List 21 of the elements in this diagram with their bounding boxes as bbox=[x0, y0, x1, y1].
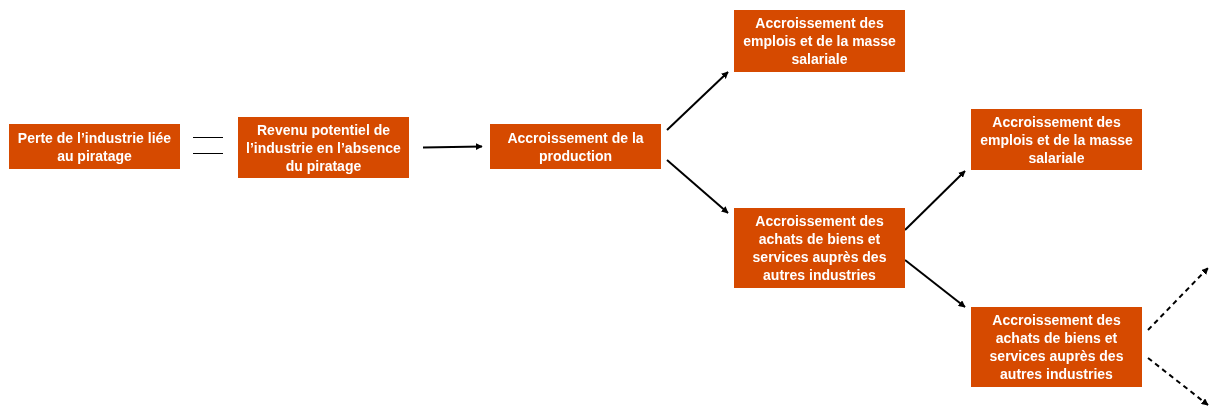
box-text: Revenu potentiel de l’industrie en l’absence du piratage bbox=[245, 120, 402, 175]
box-text: Perte de l’industrie liée au piratage bbox=[16, 128, 173, 165]
process-box bbox=[971, 109, 1142, 170]
dashed-arrow bbox=[1147, 357, 1209, 406]
process-box bbox=[9, 124, 180, 169]
dashed-arrow bbox=[1147, 267, 1209, 331]
box-text: Accroissement de la production bbox=[506, 128, 645, 165]
box-text: Accroissement des achats de biens et services auprès des autres industries bbox=[751, 212, 888, 284]
arrow bbox=[666, 159, 729, 214]
box-text: Accroissement des achats de biens et services auprès des autres industries bbox=[988, 311, 1125, 383]
process-box bbox=[734, 208, 905, 288]
box-text: Accroissement des emplois et de la masse salariale bbox=[979, 112, 1134, 167]
process-box bbox=[238, 117, 409, 178]
process-box bbox=[734, 10, 905, 72]
arrow bbox=[422, 143, 483, 151]
arrow bbox=[904, 259, 966, 308]
process-box bbox=[490, 124, 661, 169]
box-text: Accroissement des emplois et de la masse salariale bbox=[742, 14, 897, 68]
process-box bbox=[971, 307, 1142, 387]
arrow bbox=[666, 71, 729, 131]
arrow bbox=[904, 170, 966, 231]
